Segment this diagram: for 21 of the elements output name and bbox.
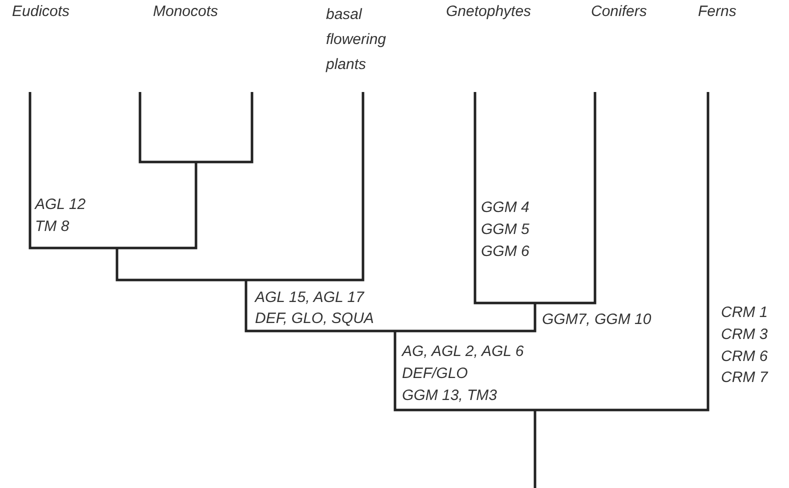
gene-label: GGM 13, TM3 [402,386,498,406]
gene-label: AGL 15, AGL 17 [255,288,364,308]
taxon-label: Ferns [698,2,736,22]
gene-label: GGM 6 [481,242,530,262]
gene-label: CRM 1 [721,303,768,323]
taxon-label: Conifers [591,2,647,22]
gene-label: CRM 7 [721,368,768,388]
gene-label: TM 8 [35,217,70,237]
gene-label: GGM7, GGM 10 [542,310,652,330]
gene-label: AGL 12 [35,195,86,215]
gene-label: CRM 6 [721,347,768,367]
gene-label: AG, AGL 2, AGL 6 [402,342,524,362]
taxon-label: Eudicots [12,2,70,22]
gene-label: DEF/GLO [402,364,468,384]
taxon-label: Monocots [153,2,218,22]
gene-label: CRM 3 [721,325,768,345]
gene-label: DEF, GLO, SQUA [255,309,374,329]
gene-label: GGM 4 [481,198,530,218]
taxon-label: basal flowering plants [326,5,388,75]
taxon-label: Gnetophytes [446,2,532,22]
gene-label: GGM 5 [481,220,530,240]
